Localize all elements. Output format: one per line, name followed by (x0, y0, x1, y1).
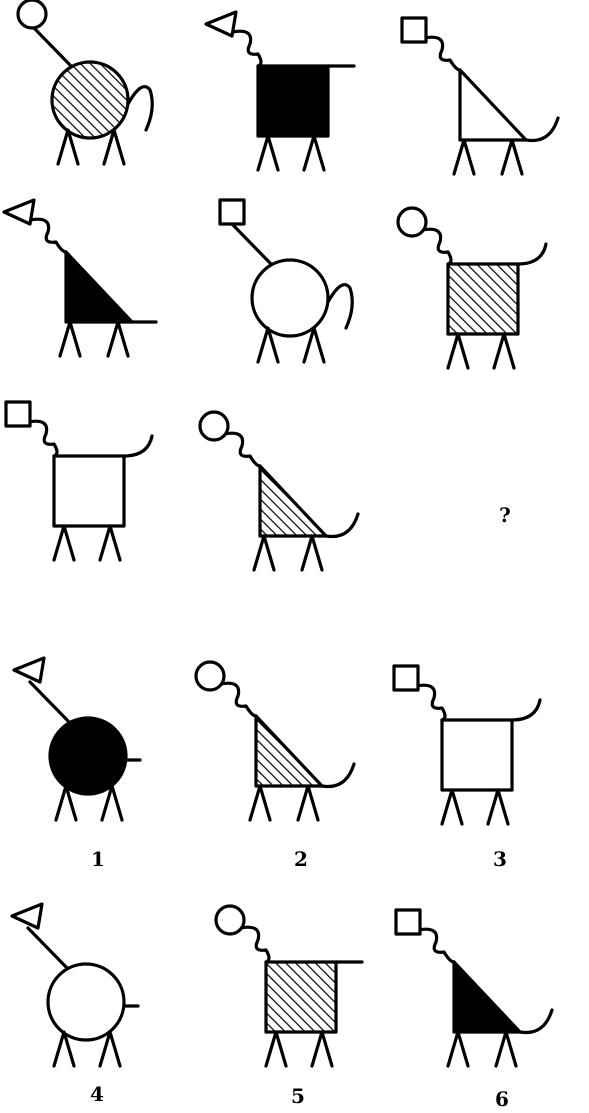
leg-pair-1 (250, 786, 270, 820)
option-number-6: 6 (495, 1087, 509, 1111)
circle-body (52, 62, 128, 138)
matrix-figure-7 (6, 402, 152, 560)
option-number-3: 3 (493, 847, 507, 871)
circle-body (50, 718, 126, 794)
option-figure-2 (196, 662, 354, 820)
curled-tail (124, 436, 152, 456)
matrix-figure-2 (206, 12, 354, 170)
leg-pair-1 (258, 136, 278, 170)
option-figure-1 (14, 658, 140, 820)
triangle-head-icon (12, 904, 42, 928)
circle-head-icon (398, 208, 426, 236)
option-number-5: 5 (291, 1084, 305, 1108)
neck-wire (30, 682, 70, 723)
leg-pair-1 (454, 140, 474, 174)
leg-pair-2 (488, 790, 508, 824)
neck-wire (30, 219, 66, 252)
square-head-icon (402, 18, 426, 42)
neck-wire (232, 224, 272, 265)
square-head-icon (394, 666, 418, 690)
neck-wire (224, 433, 260, 466)
leg-pair-2 (108, 322, 128, 356)
curled-tail (518, 244, 546, 264)
leg-pair-1 (54, 526, 74, 560)
circle-head-icon (216, 906, 244, 934)
leg-pair-2 (302, 536, 322, 570)
circle-head-icon (18, 0, 46, 28)
square-body (442, 720, 512, 790)
leg-pair-2 (312, 1032, 332, 1066)
option-number-4: 4 (90, 1082, 104, 1106)
puzzle-matrix (4, 0, 558, 570)
neck-wire (424, 37, 460, 70)
matrix-figure-6 (398, 208, 546, 368)
triangle-head-icon (206, 12, 236, 36)
circle-body (48, 964, 124, 1040)
missing-figure-question-mark: ? (499, 503, 511, 527)
leg-pair-1 (448, 334, 468, 368)
leg-pair-1 (442, 790, 462, 824)
neck-wire (416, 685, 445, 720)
triangle-body (460, 70, 526, 140)
circle-head-icon (196, 662, 224, 690)
matrix-figure-8 (200, 412, 358, 570)
leg-pair-1 (266, 1032, 286, 1066)
neck-wire (28, 928, 68, 969)
matrix-figure-4 (4, 200, 156, 356)
leg-pair-1 (448, 1032, 468, 1066)
option-figure-3 (394, 666, 540, 824)
neck-wire (32, 26, 72, 67)
leg-pair-2 (502, 140, 522, 174)
curled-tail (128, 87, 152, 130)
square-head-icon (220, 200, 244, 224)
leg-pair-2 (494, 334, 514, 368)
option-number-2: 2 (294, 847, 308, 871)
neck-wire (232, 31, 261, 66)
leg-pair-2 (304, 136, 324, 170)
neck-wire (220, 683, 256, 716)
leg-pair-1 (60, 322, 80, 356)
triangle-head-icon (4, 200, 34, 224)
circle-head-icon (200, 412, 228, 440)
curled-tail (512, 700, 540, 720)
curled-tail (328, 285, 352, 328)
neck-wire (418, 929, 454, 962)
curled-tail (322, 764, 354, 787)
triangle-body (454, 962, 520, 1032)
square-head-icon (6, 402, 30, 426)
neck-wire (422, 229, 451, 264)
curled-tail (520, 1010, 552, 1033)
option-figure-4 (12, 904, 138, 1066)
curled-tail (526, 118, 558, 141)
square-body (448, 264, 518, 334)
triangle-body (260, 466, 326, 536)
triangle-body (66, 252, 132, 322)
square-body (258, 66, 328, 136)
option-number-1: 1 (91, 847, 105, 871)
triangle-body (256, 716, 322, 786)
matrix-figure-5 (220, 200, 352, 362)
circle-body (252, 260, 328, 336)
neck-wire (240, 927, 269, 962)
leg-pair-2 (298, 786, 318, 820)
matrix-figure-1 (18, 0, 152, 164)
neck-wire (28, 421, 57, 456)
square-body (54, 456, 124, 526)
leg-pair-2 (100, 526, 120, 560)
square-body (266, 962, 336, 1032)
square-head-icon (396, 910, 420, 934)
matrix-figure-3 (402, 18, 558, 174)
option-figure-5 (216, 906, 362, 1066)
leg-pair-1 (254, 536, 274, 570)
curled-tail (326, 514, 358, 537)
option-figure-6 (396, 910, 552, 1066)
leg-pair-2 (496, 1032, 516, 1066)
triangle-head-icon (14, 658, 44, 682)
